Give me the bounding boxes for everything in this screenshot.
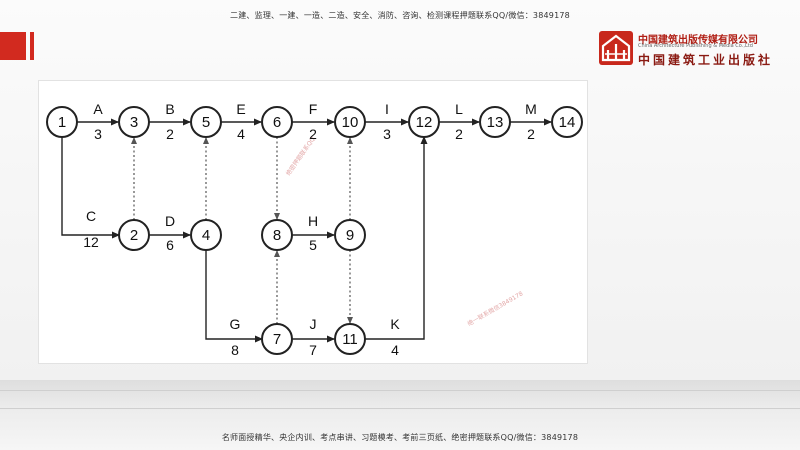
publisher-logo-icon [599, 31, 633, 65]
event-node-circle [334, 106, 366, 138]
activity-name-label: A [93, 101, 103, 117]
publisher-name-cn: 中国建筑出版传媒有限公司 [638, 35, 758, 46]
activity-name-label: H [308, 213, 318, 229]
event-node-circle [261, 219, 293, 251]
event-node: 2 [118, 219, 150, 251]
event-node-circle [118, 106, 150, 138]
event-node: 8 [261, 219, 293, 251]
activity-name-label: G [230, 316, 241, 332]
activity-duration-label: 2 [309, 126, 317, 142]
event-node-label: 5 [202, 114, 210, 131]
header-contact-text: 二建、监理、一建、一造、二造、安全、消防、咨询、检测课程押题联系QQ/微信：38… [230, 11, 570, 20]
activity-name-label: E [236, 101, 245, 117]
activity-duration-label: 6 [166, 237, 174, 253]
publisher-logo: 中国建筑出版传媒有限公司 China Architecture Publishi… [596, 30, 772, 70]
event-node-circle [46, 106, 78, 138]
footer-contact-text: 名师面授精华、央企内训、考点串讲、习题模考、考前三页纸、绝密押题联系QQ/微信：… [221, 433, 579, 442]
activity-name-label: J [310, 316, 317, 332]
event-node: 10 [334, 106, 366, 138]
event-node-label: 7 [273, 331, 281, 348]
activity-name-label: L [455, 101, 463, 117]
event-node-label: 9 [346, 227, 354, 244]
publisher-name-en: China Architecture Publishing & Media Co… [638, 43, 753, 49]
activity-duration-label: 2 [527, 126, 535, 142]
event-node-circle [190, 219, 222, 251]
activity-duration-label: 4 [237, 126, 245, 142]
event-node: 5 [190, 106, 222, 138]
floor-line [0, 390, 800, 391]
event-node-label: 12 [416, 114, 433, 131]
activity-duration-label: 2 [166, 126, 174, 142]
event-node-label: 13 [487, 114, 504, 131]
activity-name-label: B [165, 101, 174, 117]
event-node: 11 [334, 323, 366, 355]
event-node: 4 [190, 219, 222, 251]
floor-background [0, 380, 800, 450]
event-node-circle [408, 106, 440, 138]
event-node-label: 3 [130, 114, 138, 131]
activity-name-label: D [165, 213, 175, 229]
event-node: 7 [261, 323, 293, 355]
publisher-brand-cn: 中国建筑工业出版社 [638, 53, 774, 67]
event-node-label: 8 [273, 227, 281, 244]
activity-duration-label: 8 [231, 342, 239, 358]
activity-name-label: K [390, 316, 400, 332]
activity-name-label: M [525, 101, 537, 117]
event-node-label: 4 [202, 227, 210, 244]
event-node-label: 11 [342, 331, 358, 348]
activity-arrow [205, 250, 263, 343]
event-node-circle [551, 106, 583, 138]
event-node-circle [261, 106, 293, 138]
activity-duration-label: 12 [83, 234, 99, 250]
accent-bar [0, 32, 26, 60]
event-node: 9 [334, 219, 366, 251]
event-node: 6 [261, 106, 293, 138]
event-node-label: 10 [342, 114, 359, 131]
watermark-text: 绝一联系微信3849178 [466, 289, 524, 327]
event-node-label: 1 [58, 114, 66, 131]
network-diagram: 绝密押题联系QQ 绝一联系微信3849178 A3B2E4F2I3L2M2C12… [46, 101, 583, 358]
floor-line [0, 408, 800, 409]
event-node-circle [479, 106, 511, 138]
activity-duration-label: 5 [309, 237, 317, 253]
event-node-circle [118, 219, 150, 251]
event-node: 12 [408, 106, 440, 138]
activity-name-label: F [309, 101, 318, 117]
event-node: 3 [118, 106, 150, 138]
activity-name-label: I [385, 101, 389, 117]
event-node-label: 2 [130, 227, 138, 244]
event-node-label: 14 [559, 114, 576, 131]
event-node-label: 6 [273, 114, 281, 131]
event-node-circle [261, 323, 293, 355]
activity-arrow [61, 137, 120, 239]
activity-arrow [365, 136, 428, 340]
activity-duration-label: 2 [455, 126, 463, 142]
activity-duration-label: 3 [383, 126, 391, 142]
activity-duration-label: 4 [391, 342, 399, 358]
event-node: 14 [551, 106, 583, 138]
activity-duration-label: 3 [94, 126, 102, 142]
event-node-circle [334, 323, 366, 355]
activity-name-label: C [86, 208, 96, 224]
activity-duration-label: 7 [309, 342, 317, 358]
event-node-circle [190, 106, 222, 138]
event-node: 1 [46, 106, 78, 138]
event-node-circle [334, 219, 366, 251]
accent-bar-thin [30, 32, 34, 60]
event-node: 13 [479, 106, 511, 138]
